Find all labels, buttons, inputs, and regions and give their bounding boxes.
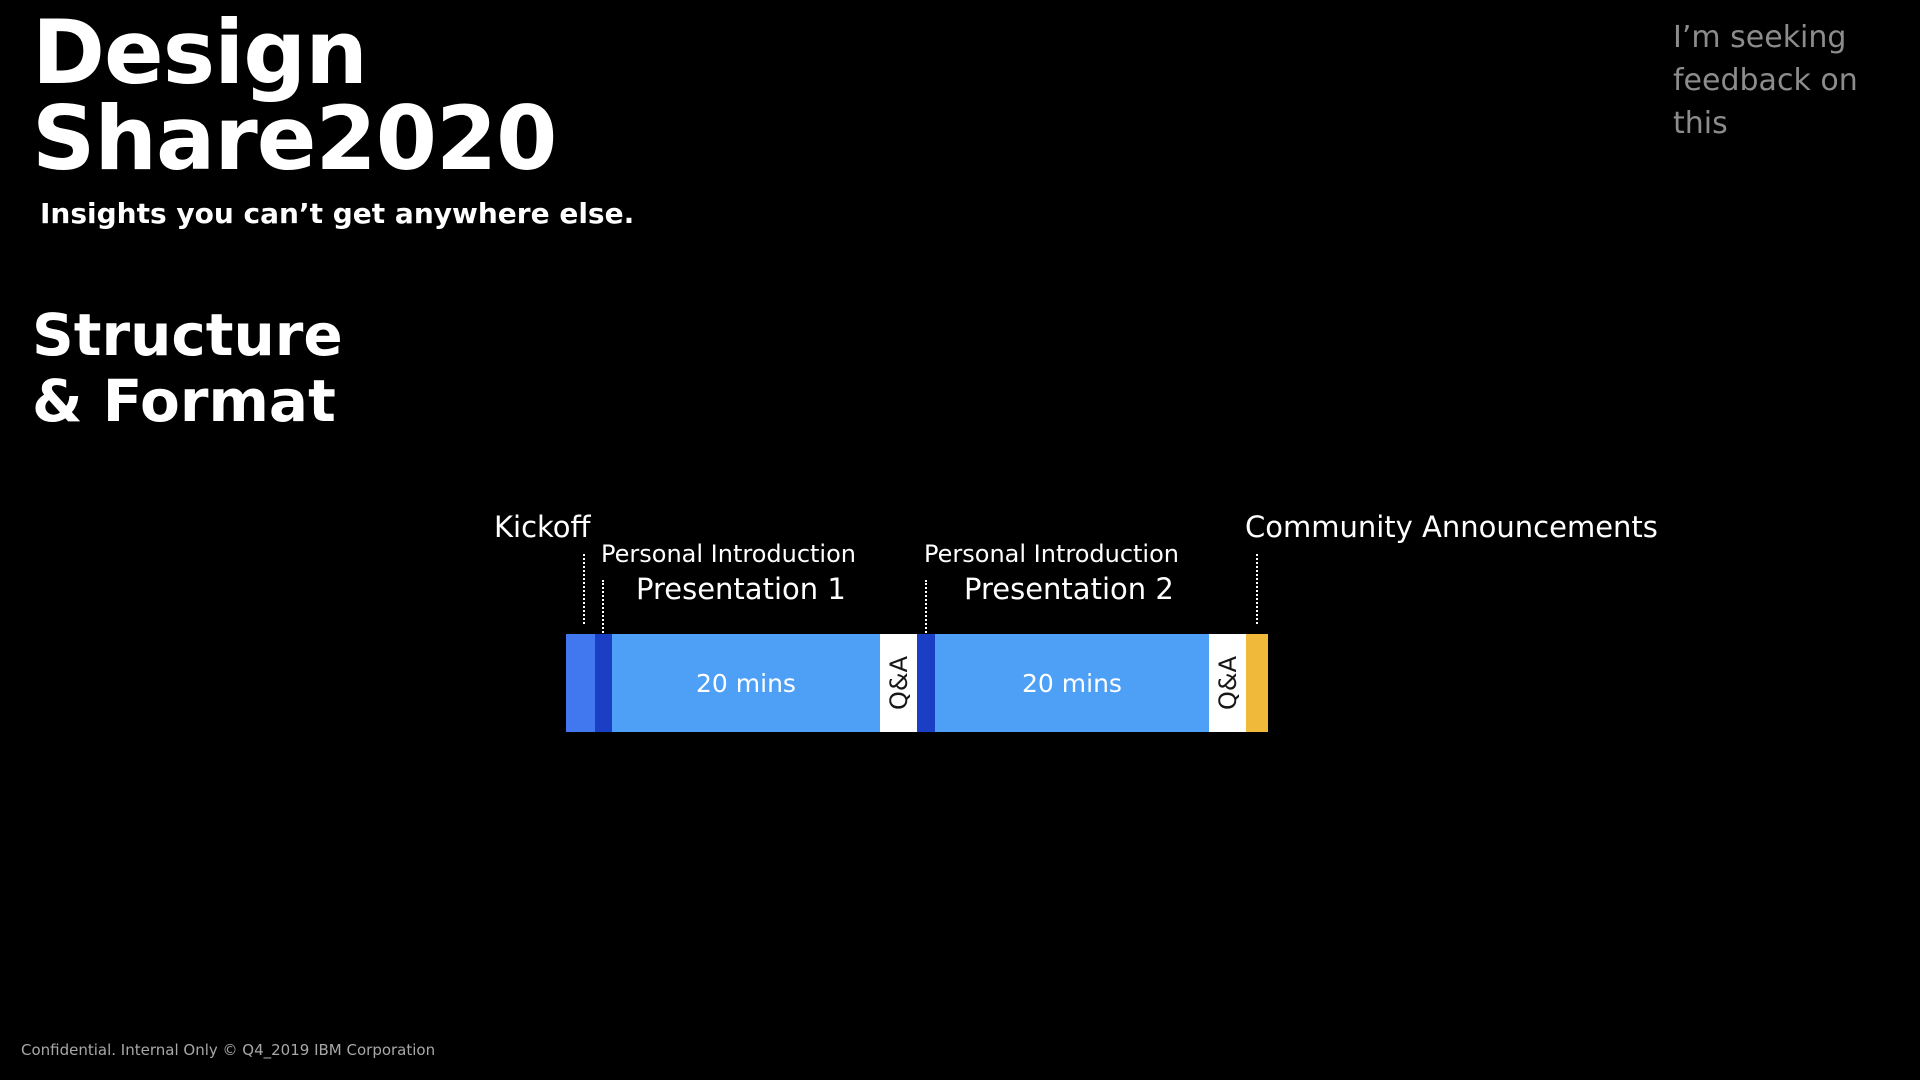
- personal-introduction-1-label: Personal Introduction: [601, 540, 856, 568]
- footer-copyright: Confidential. Internal Only © Q4_2019 IB…: [21, 1041, 436, 1059]
- presentation-1-label: Presentation 1: [636, 572, 846, 606]
- presentation-2-label: Presentation 2: [964, 572, 1174, 606]
- qa-2-label: Q&A: [1213, 655, 1242, 711]
- intro-2-segment: [917, 634, 935, 732]
- presentation-2-duration: 20 mins: [1022, 668, 1122, 698]
- personal-introduction-2-label: Personal Introduction: [924, 540, 1179, 568]
- community-announcements-label: Community Announcements: [1245, 510, 1658, 544]
- presentation-1-duration: 20 mins: [696, 668, 796, 698]
- qa-2-segment: Q&A: [1209, 634, 1246, 732]
- intro-2-leader-line: [925, 580, 927, 648]
- presentation-1-segment: 20 mins: [612, 634, 880, 732]
- brand-tagline: Insights you can’t get anywhere else.: [40, 197, 635, 230]
- brand-title: Design Share2020: [32, 1, 557, 190]
- intro-1-leader-line: [602, 580, 604, 648]
- announcements-segment: [1246, 634, 1268, 732]
- announcements-leader-line: [1256, 554, 1258, 624]
- section-title: Structure & Format: [32, 301, 343, 435]
- kickoff-label: Kickoff: [494, 510, 591, 544]
- qa-1-label: Q&A: [884, 655, 913, 711]
- kickoff-leader-line: [583, 554, 585, 624]
- kickoff-segment: [566, 634, 595, 732]
- feedback-note: I’m seeking feedback on this: [1673, 20, 1858, 141]
- intro-1-segment: [595, 634, 612, 732]
- qa-1-segment: Q&A: [880, 634, 917, 732]
- presentation-2-segment: 20 mins: [935, 634, 1209, 732]
